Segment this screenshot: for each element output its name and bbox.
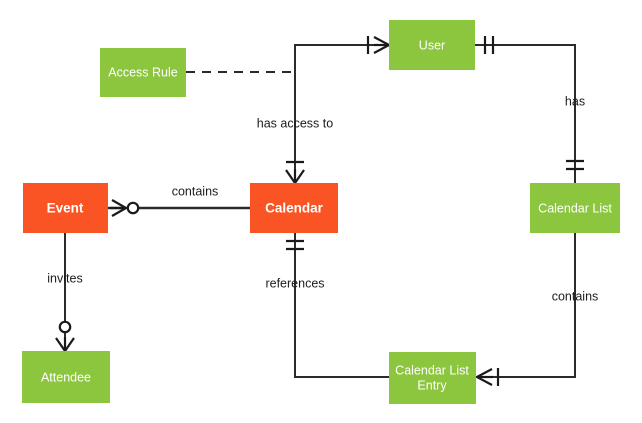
entity-user[interactable]: User xyxy=(389,20,475,70)
entity-calendar-list-box[interactable] xyxy=(530,183,620,233)
marker-one-or-many-user-left xyxy=(366,36,390,54)
edge-user-has-calendar-list xyxy=(475,44,576,183)
relationship-label-references: references xyxy=(265,276,324,290)
entity-calendar[interactable]: Calendar xyxy=(250,183,338,233)
entity-access-rule-box[interactable] xyxy=(100,48,186,97)
entity-calendar-list-entry-box[interactable] xyxy=(389,352,476,404)
entity-user-label: User xyxy=(419,38,445,52)
edge-calendar-references-entry xyxy=(294,233,389,378)
relationship-label-layer: contains has access to has references co… xyxy=(47,94,598,303)
entity-attendee-label: Attendee xyxy=(41,370,91,384)
entity-calendar-list[interactable]: Calendar List xyxy=(530,183,620,233)
entity-access-rule-label: Access Rule xyxy=(108,65,178,79)
entity-attendee[interactable]: Attendee xyxy=(22,351,110,403)
entity-calendar-list-label: Calendar List xyxy=(538,201,612,215)
entity-event[interactable]: Event xyxy=(23,183,108,233)
marker-one-and-only-one-user-right xyxy=(483,36,495,54)
relationship-label-contains-calendar-list-entry: contains xyxy=(552,289,599,303)
marker-one-and-only-one-calendar-bottom xyxy=(286,239,304,251)
relationship-label-has: has xyxy=(565,94,585,108)
marker-zero-or-many-event xyxy=(110,199,140,217)
entity-user-box[interactable] xyxy=(389,20,475,70)
marker-one-or-many-entry-right xyxy=(476,368,500,386)
relationship-label-contains-event-calendar: contains xyxy=(172,184,219,198)
marker-zero-or-many-attendee xyxy=(55,320,75,352)
entity-calendar-list-entry-label-line1: Calendar List xyxy=(395,363,469,377)
edge-calendar-has-access-to-user xyxy=(294,44,389,183)
relationship-label-invites: invites xyxy=(47,271,82,285)
entity-event-label: Event xyxy=(47,201,84,216)
entity-calendar-list-entry[interactable]: Calendar List Entry xyxy=(389,352,476,404)
relationship-label-has-access-to: has access to xyxy=(257,116,333,130)
edge-layer xyxy=(64,44,576,378)
cardinality-marker-layer xyxy=(55,36,584,386)
entity-calendar-box[interactable] xyxy=(250,183,338,233)
marker-one-and-only-one-calendar-list-top xyxy=(566,159,584,171)
entity-event-box[interactable] xyxy=(23,183,108,233)
entity-access-rule[interactable]: Access Rule xyxy=(100,48,186,97)
marker-one-or-many-calendar-top xyxy=(285,160,305,184)
edge-calendar-list-contains-entry xyxy=(476,233,576,378)
entity-attendee-box[interactable] xyxy=(22,351,110,403)
entity-calendar-label: Calendar xyxy=(265,201,324,216)
entity-calendar-list-entry-label-line2: Entry xyxy=(417,378,447,392)
entity-layer: Access Rule User Event Calendar Calendar… xyxy=(22,20,620,404)
